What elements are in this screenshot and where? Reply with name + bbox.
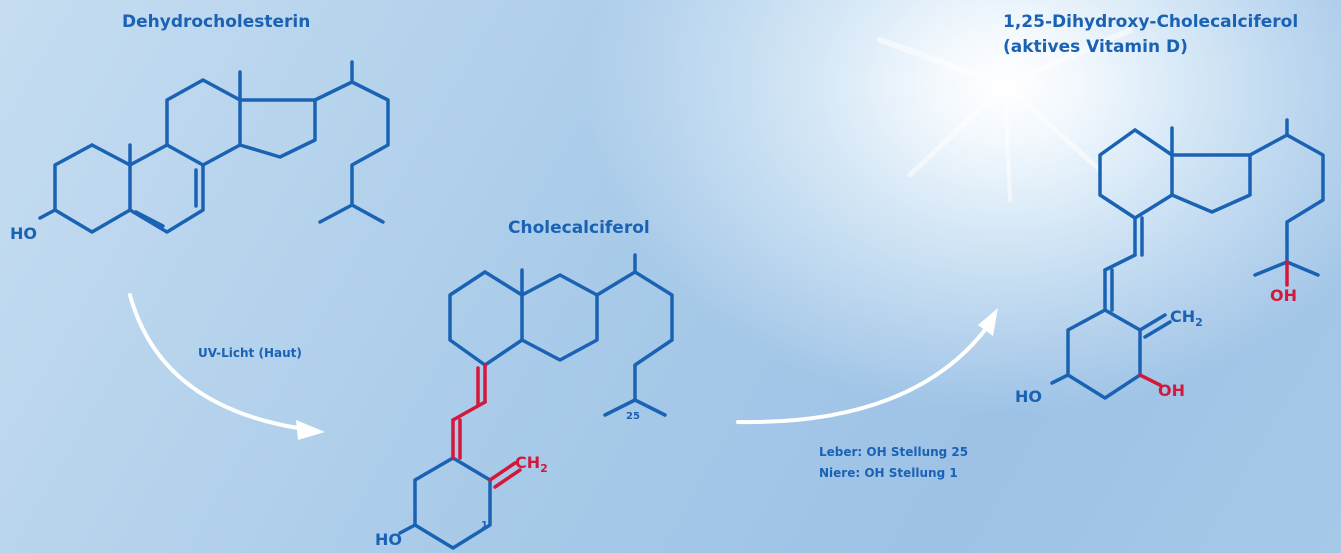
cholecalciferol-ho-label: HO xyxy=(375,530,402,549)
dehydrocholesterin-ho-label: HO xyxy=(10,224,37,243)
cholecalciferol-title: Cholecalciferol xyxy=(508,218,650,238)
cholecalciferol-ch2-subscript: 2 xyxy=(540,462,548,476)
active-vitamin-d-title-line2: (aktives Vitamin D) xyxy=(1003,37,1188,57)
cholecalciferol-ch2-label: CH2 xyxy=(515,453,548,475)
active-vitamin-d-ch-text: CH xyxy=(1170,307,1196,326)
cholecalciferol-ch-text: CH xyxy=(515,453,541,472)
active-vitamin-d-ho-label: HO xyxy=(1015,387,1042,406)
active-vitamin-d-oh-25-label: OH xyxy=(1270,286,1297,305)
cholecalciferol-highlight-bonds xyxy=(451,363,522,489)
position-25-label: 25 xyxy=(626,411,640,422)
uv-light-label: UV-Licht (Haut) xyxy=(198,346,302,360)
dehydrocholesterin-title: Dehydrocholesterin xyxy=(122,12,311,32)
position-1-label: 1 xyxy=(481,520,488,531)
active-vitamin-d-ch2-label: CH2 xyxy=(1170,307,1203,329)
cholecalciferol-molecule xyxy=(398,253,674,550)
active-vitamin-d-ch2-subscript: 2 xyxy=(1195,316,1203,330)
dehydrocholesterin-molecule xyxy=(38,60,390,234)
active-vitamin-d-highlight-bonds xyxy=(1138,260,1289,387)
liver-label: Leber: OH Stellung 25 xyxy=(819,445,969,459)
active-vitamin-d-oh-1-label: OH xyxy=(1158,381,1185,400)
active-vitamin-d-title-line1: 1,25-Dihydroxy-Cholecalciferol xyxy=(1003,12,1299,32)
sun-rays xyxy=(877,27,1133,202)
kidney-label: Niere: OH Stellung 1 xyxy=(819,466,958,480)
uv-arrow xyxy=(128,293,325,440)
hydroxylation-arrow xyxy=(736,308,998,425)
